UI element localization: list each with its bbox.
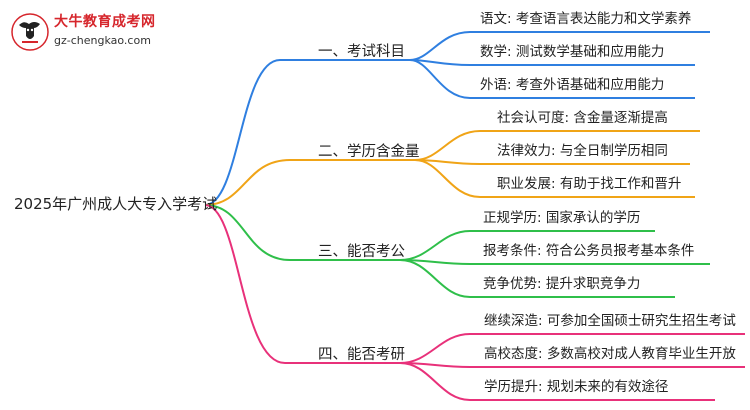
edge-root-branch-3 [204,204,400,261]
leaf-3-1: 正规学历: 国家承认的学历 [483,210,641,226]
leaf-4-2: 高校态度: 多数高校对成人教育毕业生开放 [484,346,736,362]
site-logo: 大牛教育成考网 gz-chengkao.com [10,12,180,52]
branch-1-label: 一、考试科目 [318,44,405,60]
root-topic: 2025年广州成人大专入学考试 [14,195,218,213]
leaf-1-3: 外语: 考查外语基础和应用能力 [480,77,665,93]
edge-b3-leaf-3 [399,259,675,298]
branch-2-label: 二、学历含金量 [318,144,420,160]
leaf-3-3: 竞争优势: 提升求职竞争力 [483,276,641,292]
edge-root-branch-4 [204,204,400,364]
edge-b2-leaf-1 [414,130,700,161]
bull-logo-icon [11,13,49,51]
leaf-2-3: 职业发展: 有助于找工作和晋升 [497,176,682,192]
edge-b1-leaf-2 [409,59,695,66]
edge-b4-leaf-1 [399,333,745,364]
edge-b3-leaf-1 [399,230,655,261]
leaf-4-1: 继续深造: 可参加全国硕士研究生招生考试 [484,313,736,329]
edge-root-branch-1 [204,59,410,206]
edge-root-branch-2 [204,159,415,206]
branch-4-label: 四、能否考研 [318,347,405,363]
logo-name: 大牛教育成考网 [54,14,156,30]
leaf-3-2: 报考条件: 符合公务员报考基本条件 [483,243,695,259]
edge-b1-leaf-3 [409,59,695,99]
edge-b4-leaf-3 [399,362,715,401]
logo-url: gz-chengkao.com [54,34,151,47]
edge-b1-leaf-1 [409,31,710,61]
edge-b3-leaf-2 [399,259,710,265]
edge-b4-leaf-2 [399,362,745,368]
leaf-2-1: 社会认可度: 含金量逐渐提高 [497,110,668,126]
leaf-4-3: 学历提升: 规划未来的有效途径 [484,379,669,395]
leaf-2-2: 法律效力: 与全日制学历相同 [497,143,668,159]
leaf-1-1: 语文: 考查语言表达能力和文学素养 [480,11,692,27]
branch-3-label: 三、能否考公 [318,244,405,260]
edge-b2-leaf-2 [414,159,690,165]
edge-b2-leaf-3 [414,159,695,198]
leaf-1-2: 数学: 测试数学基础和应用能力 [480,44,665,60]
